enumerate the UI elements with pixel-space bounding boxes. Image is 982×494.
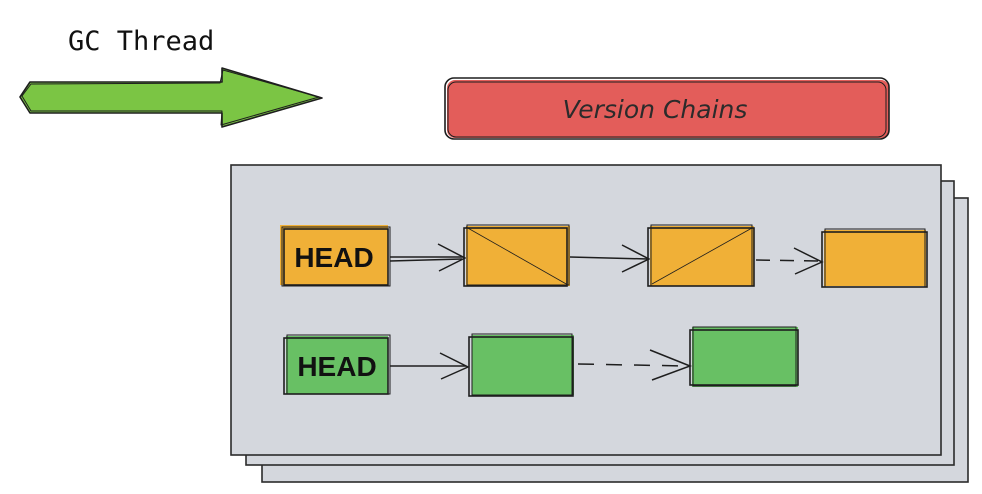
chain-1-head-label: HEAD bbox=[294, 242, 373, 273]
panel-stack bbox=[230, 164, 969, 483]
chain-2-head-box bbox=[283, 334, 391, 395]
chain-1-node-1 bbox=[463, 224, 570, 287]
gc-thread-label: GC Thread bbox=[68, 26, 214, 57]
panel-front bbox=[230, 164, 942, 456]
chain-1-node-3 bbox=[821, 228, 928, 288]
chain-orange: HEAD bbox=[280, 224, 928, 288]
version-chains-label: Version Chains bbox=[563, 95, 748, 124]
chain-1-head-box bbox=[280, 225, 391, 287]
chain-2-head-label: HEAD bbox=[297, 351, 376, 382]
chain-1-node-2 bbox=[647, 224, 755, 287]
chain-green: HEAD bbox=[283, 326, 799, 397]
version-chains-banner bbox=[444, 77, 890, 140]
chain-2-arrow-1 bbox=[390, 352, 470, 380]
gc-thread-arrow bbox=[19, 67, 323, 128]
chain-1-arrow-2 bbox=[569, 244, 651, 273]
chain-2-node-1 bbox=[468, 333, 574, 397]
chain-1-arrow-1 bbox=[389, 243, 467, 272]
chain-2-node-2 bbox=[689, 326, 799, 387]
